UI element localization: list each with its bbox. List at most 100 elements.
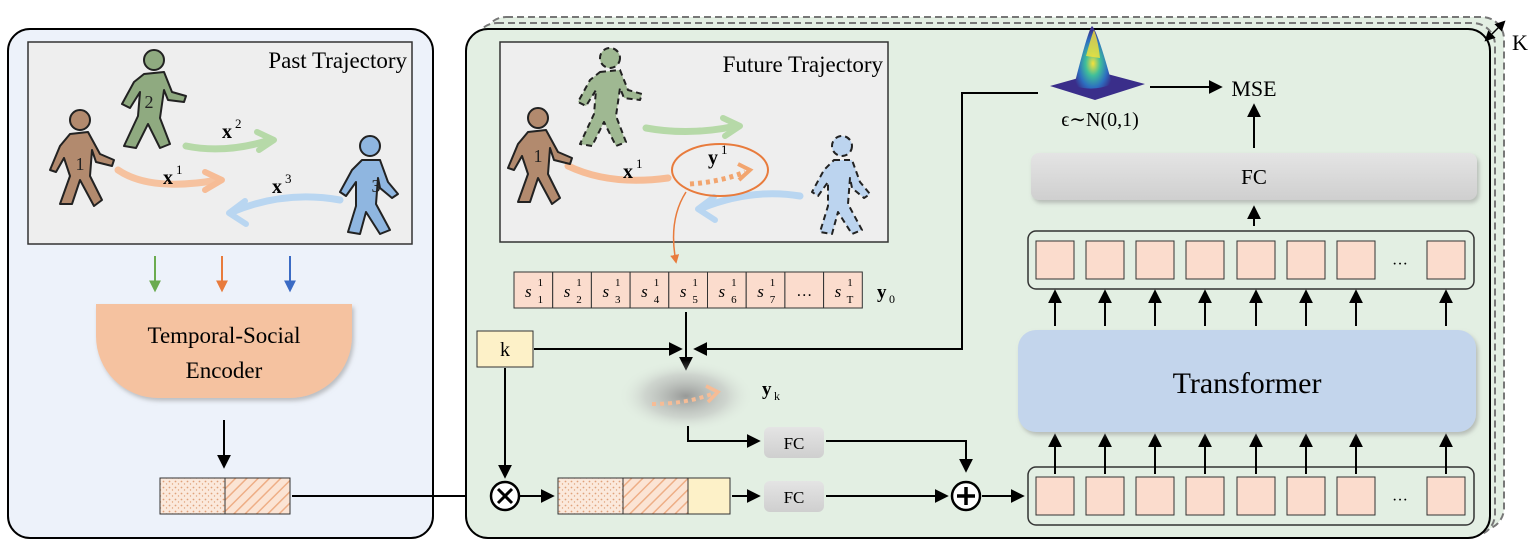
token xyxy=(1426,240,1466,280)
sequence-symbol: s xyxy=(564,282,571,301)
agent-3-number: 3 xyxy=(372,176,381,196)
y1-pointer xyxy=(670,191,687,264)
token xyxy=(1085,476,1125,516)
svg-text:x: x xyxy=(623,161,633,183)
future-scene xyxy=(499,41,889,243)
agent-1-number-future: 1 xyxy=(534,146,543,166)
context-feature-dotted xyxy=(159,477,226,515)
token xyxy=(1286,476,1326,516)
label-x1: x 1 xyxy=(163,162,183,189)
label-y0: y 0 xyxy=(877,282,895,306)
sequence-sup: 1 xyxy=(770,277,776,289)
token xyxy=(1236,240,1276,280)
sequence-sup: 1 xyxy=(692,277,698,289)
traj-x2-arrow xyxy=(182,136,274,153)
fc-lower xyxy=(764,481,824,512)
k-repeat-label: K xyxy=(1512,30,1528,55)
temporal-social-encoder xyxy=(96,304,352,398)
svg-text:1: 1 xyxy=(636,156,643,171)
sequence-symbol: s xyxy=(641,282,648,301)
encoder-label-line1: Temporal-Social xyxy=(148,323,301,348)
walker-icon-agent-1-future xyxy=(507,107,573,205)
token xyxy=(1185,476,1225,516)
token xyxy=(1035,476,1075,516)
output-token-arrows xyxy=(1048,289,1453,326)
token xyxy=(1135,240,1175,280)
svg-text:2: 2 xyxy=(235,116,242,131)
walker-icon-agent-1 xyxy=(49,109,115,207)
traj-x1-arrow xyxy=(114,166,222,188)
input-tokens: ··· xyxy=(1035,476,1466,516)
sequence-sub: 3 xyxy=(615,294,621,306)
svg-text:y: y xyxy=(877,282,887,303)
token-ellipsis: ··· xyxy=(1392,256,1408,273)
walker-icon-agent-3-ghost xyxy=(811,135,871,235)
token xyxy=(1135,476,1175,516)
sequence-symbol: s xyxy=(757,282,764,301)
token xyxy=(1426,476,1466,516)
label-yk: y k xyxy=(762,379,780,403)
sequence-symbol: s xyxy=(525,282,532,301)
combined-feature-dotted xyxy=(557,477,624,515)
svg-text:0: 0 xyxy=(889,292,895,306)
fc-top xyxy=(1031,153,1477,200)
y1-highlight-circle xyxy=(671,143,769,197)
svg-text:x: x xyxy=(163,167,173,189)
mse-label: MSE xyxy=(1231,76,1276,101)
transformer-label: Transformer xyxy=(1173,367,1322,400)
walker-icon-agent-2-ghost xyxy=(577,47,643,147)
input-token-arrows xyxy=(1048,433,1453,474)
svg-text:k: k xyxy=(774,389,780,403)
token-ellipsis: ··· xyxy=(1392,492,1408,509)
token xyxy=(1336,240,1376,280)
token xyxy=(1336,476,1376,516)
svg-text:1: 1 xyxy=(176,162,183,177)
input-token-container xyxy=(1027,466,1475,526)
past-title: Past Trajectory xyxy=(268,48,407,73)
k-box xyxy=(476,330,534,368)
token xyxy=(1236,476,1276,516)
sequence-sub: 1 xyxy=(538,294,544,306)
noise-label: ϵ∼N(0,1) xyxy=(1061,109,1139,131)
combined-feature-hatched xyxy=(622,477,689,515)
walker-icon-agent-3 xyxy=(339,135,399,235)
svg-text:x: x xyxy=(222,121,232,143)
combined-feature-k xyxy=(687,477,731,515)
plus-node xyxy=(950,480,982,512)
output-token-container xyxy=(1027,230,1475,290)
sequence-sub: 2 xyxy=(576,294,582,306)
agent-1-number: 1 xyxy=(76,154,85,174)
sequence-sub: T xyxy=(847,294,854,306)
sequence-symbol: s xyxy=(719,282,726,301)
sequence-sup: 1 xyxy=(654,277,660,289)
sequence-sup: 1 xyxy=(576,277,582,289)
multiply-node xyxy=(489,480,521,512)
label-x2: x 2 xyxy=(222,116,242,143)
noisy-yk-cloud xyxy=(618,360,754,432)
sequence-sup: 1 xyxy=(731,277,737,289)
svg-text:y: y xyxy=(762,379,772,400)
traj-x3-arrow xyxy=(228,193,344,216)
sequence-symbol: s xyxy=(602,282,609,301)
svg-text:1: 1 xyxy=(721,142,728,157)
sequence-ellipsis: … xyxy=(796,283,812,300)
svg-text:3: 3 xyxy=(285,171,292,186)
token xyxy=(1035,240,1075,280)
sequence-sub: 6 xyxy=(731,294,737,306)
sequence-sup: 1 xyxy=(615,277,621,289)
sequence-sup: 1 xyxy=(538,277,544,289)
output-tokens: ··· xyxy=(1035,240,1466,280)
label-x3: x 3 xyxy=(272,171,292,198)
svg-text:FC: FC xyxy=(784,488,805,507)
sequence-sup: 1 xyxy=(847,277,853,289)
svg-text:FC: FC xyxy=(1241,165,1267,189)
noise-to-yk-line xyxy=(693,92,1038,356)
